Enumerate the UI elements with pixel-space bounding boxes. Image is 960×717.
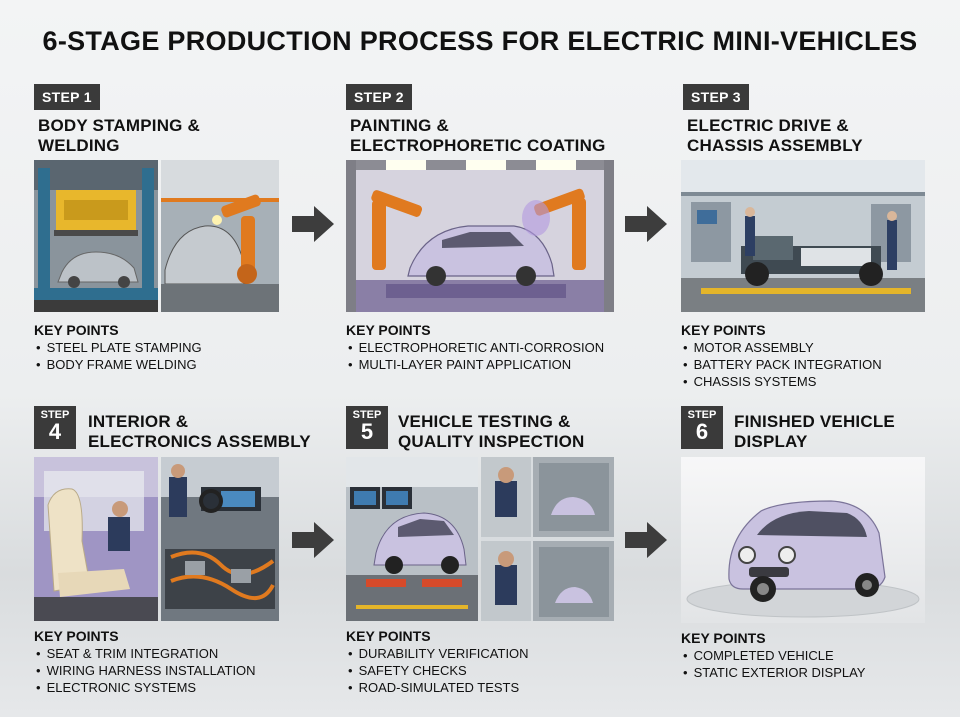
list-item: COMPLETED VEHICLE bbox=[683, 647, 865, 664]
key-points-heading: KEY POINTS bbox=[34, 322, 119, 338]
list-item: ELECTROPHORETIC ANTI-CORROSION bbox=[348, 339, 605, 356]
key-points-list: COMPLETED VEHICLE STATIC EXTERIOR DISPLA… bbox=[683, 647, 866, 681]
seat-installation-image bbox=[34, 457, 158, 621]
list-item: MULTI-LAYER PAINT APPLICATION bbox=[348, 356, 604, 373]
welding-robot-image bbox=[161, 160, 279, 312]
stamping-press-image bbox=[34, 160, 158, 312]
list-item: CHASSIS SYSTEMS bbox=[683, 373, 882, 390]
page-title: 6-STAGE PRODUCTION PROCESS FOR ELECTRIC … bbox=[42, 26, 918, 56]
key-points-list: STEEL PLATE STAMPING BODY FRAME WELDING bbox=[36, 339, 202, 373]
step-badge: STEP 5 bbox=[346, 406, 388, 449]
list-item: ROAD-SIMULATED TESTS bbox=[348, 679, 529, 696]
step-badge: STEP 1 bbox=[34, 84, 100, 110]
list-item: SEAT & TRIM INTEGRATION bbox=[36, 645, 256, 662]
stage-title: BODY STAMPING &WELDING bbox=[38, 116, 200, 155]
list-item: MOTOR ASSEMBLY bbox=[683, 339, 882, 356]
key-points-heading: KEY POINTS bbox=[34, 628, 119, 644]
arrow-right-icon bbox=[625, 522, 667, 558]
stage-title: ELECTRIC DRIVE &CHASSIS ASSEMBLY bbox=[687, 116, 863, 155]
key-points-list: MOTOR ASSEMBLY BATTERY PACK INTEGRATION … bbox=[683, 339, 882, 390]
list-item: DURABILITY VERIFICATION bbox=[348, 645, 529, 662]
list-item: STATIC EXTERIOR DISPLAY bbox=[683, 664, 866, 681]
key-points-list: SEAT & TRIM INTEGRATION WIRING HARNESS I… bbox=[36, 645, 256, 696]
inspection-chambers-image bbox=[481, 457, 614, 621]
stage-title: INTERIOR &ELECTRONICS ASSEMBLY bbox=[88, 412, 311, 451]
electronics-wiring-image bbox=[161, 457, 279, 621]
arrow-right-icon bbox=[625, 206, 667, 242]
arrow-right-icon bbox=[292, 206, 334, 242]
step-badge: STEP 2 bbox=[346, 84, 412, 110]
key-points-list: ELECTROPHORETIC ANTI-CORROSION MULTI-LAY… bbox=[348, 339, 605, 373]
key-points-heading: KEY POINTS bbox=[681, 322, 766, 338]
list-item: BODY FRAME WELDING bbox=[36, 356, 202, 373]
list-item: STEEL PLATE STAMPING bbox=[36, 339, 202, 356]
finished-vehicle-image bbox=[681, 457, 925, 623]
key-points-heading: KEY POINTS bbox=[346, 628, 431, 644]
list-item: SAFETY CHECKS bbox=[348, 662, 529, 679]
stage-title: VEHICLE TESTING &QUALITY INSPECTION bbox=[398, 412, 585, 451]
test-bench-image bbox=[346, 457, 478, 621]
list-item: BATTERY PACK INTEGRATION bbox=[683, 356, 882, 373]
key-points-heading: KEY POINTS bbox=[681, 630, 766, 646]
step-badge: STEP 3 bbox=[683, 84, 749, 110]
step-badge: STEP 6 bbox=[681, 406, 723, 449]
key-points-heading: KEY POINTS bbox=[346, 322, 431, 338]
stage-title: PAINTING &ELECTROPHORETIC COATING bbox=[350, 116, 606, 155]
paint-booth-image bbox=[346, 160, 614, 312]
list-item: WIRING HARNESS INSTALLATION bbox=[36, 662, 256, 679]
key-points-list: DURABILITY VERIFICATION SAFETY CHECKS RO… bbox=[348, 645, 529, 696]
step-badge: STEP 4 bbox=[34, 406, 76, 449]
list-item: ELECTRONIC SYSTEMS bbox=[36, 679, 256, 696]
chassis-line-image bbox=[681, 160, 925, 312]
arrow-right-icon bbox=[292, 522, 334, 558]
